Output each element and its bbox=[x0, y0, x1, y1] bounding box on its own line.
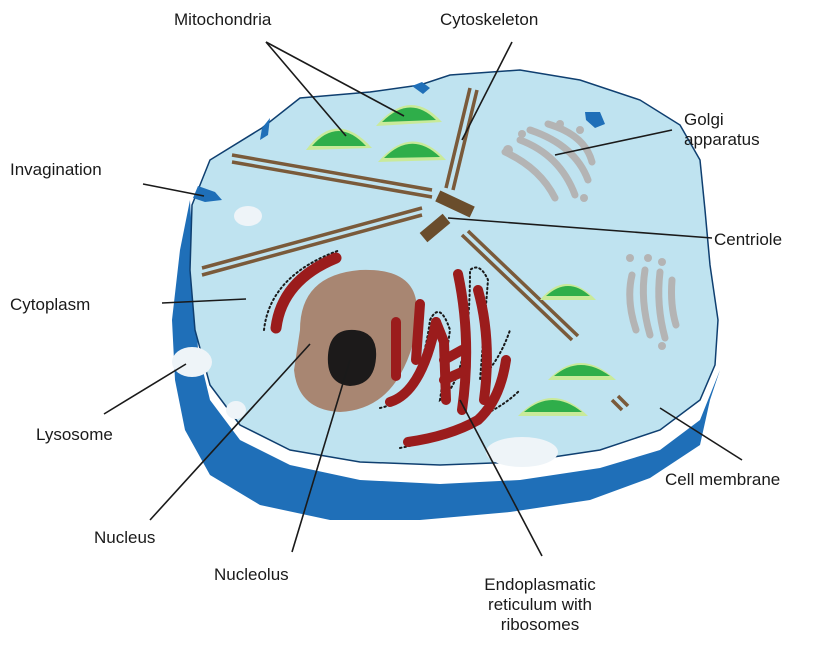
golgi-vesicle bbox=[644, 254, 652, 262]
label-endoplasmic-reticulum: Endoplasmatic reticulum with ribosomes bbox=[456, 575, 624, 635]
label-centriole: Centriole bbox=[714, 230, 782, 250]
golgi-vesicle bbox=[626, 254, 634, 262]
label-golgi-line2: apparatus bbox=[684, 130, 760, 150]
golgi-vesicle bbox=[658, 258, 666, 266]
leader-lysosome bbox=[104, 364, 186, 414]
label-er-line2: reticulum with bbox=[456, 595, 624, 615]
nucleolus bbox=[328, 330, 376, 386]
leader-invagination bbox=[143, 184, 204, 196]
golgi-vesicle bbox=[518, 130, 526, 138]
label-golgi-apparatus: Golgi apparatus bbox=[684, 110, 760, 150]
lysosome bbox=[486, 437, 558, 467]
golgi-vesicle bbox=[556, 120, 564, 128]
label-cell-membrane: Cell membrane bbox=[665, 470, 780, 490]
label-cytoskeleton: Cytoskeleton bbox=[440, 10, 538, 30]
label-cytoplasm: Cytoplasm bbox=[10, 295, 90, 315]
label-invagination: Invagination bbox=[10, 160, 102, 180]
lysosome bbox=[172, 347, 212, 377]
label-nucleolus: Nucleolus bbox=[214, 565, 289, 585]
label-er-line3: ribosomes bbox=[456, 615, 624, 635]
lysosome bbox=[234, 206, 262, 226]
label-lysosome: Lysosome bbox=[36, 425, 113, 445]
label-er-line1: Endoplasmatic bbox=[456, 575, 624, 595]
golgi-vesicle bbox=[503, 145, 513, 155]
lysosome bbox=[226, 401, 246, 419]
label-golgi-line1: Golgi bbox=[684, 110, 760, 130]
label-nucleus: Nucleus bbox=[94, 528, 155, 548]
golgi-vesicle bbox=[658, 342, 666, 350]
golgi-vesicle bbox=[576, 126, 584, 134]
cytoplasm-shape bbox=[190, 70, 718, 465]
golgi-vesicle bbox=[580, 194, 588, 202]
label-mitochondria: Mitochondria bbox=[174, 10, 271, 30]
